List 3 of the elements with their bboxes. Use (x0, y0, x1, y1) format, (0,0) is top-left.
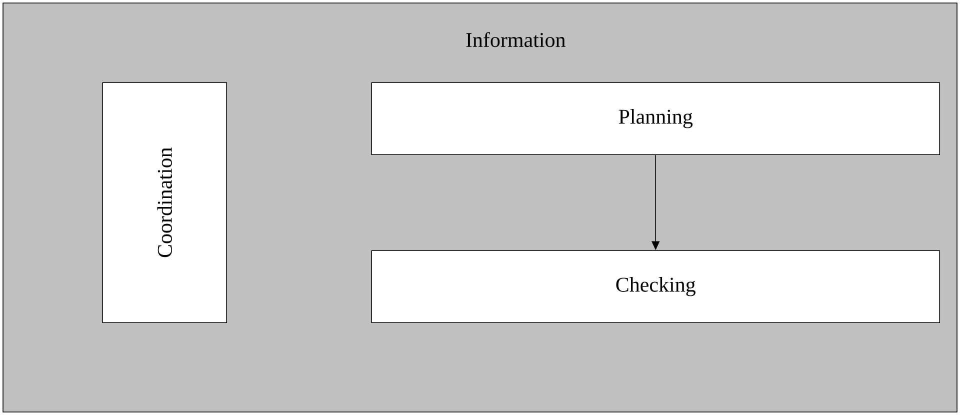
process-box: Planning (371, 82, 940, 155)
process-box: Coordination (102, 82, 227, 323)
process-box: Checking (371, 250, 940, 323)
